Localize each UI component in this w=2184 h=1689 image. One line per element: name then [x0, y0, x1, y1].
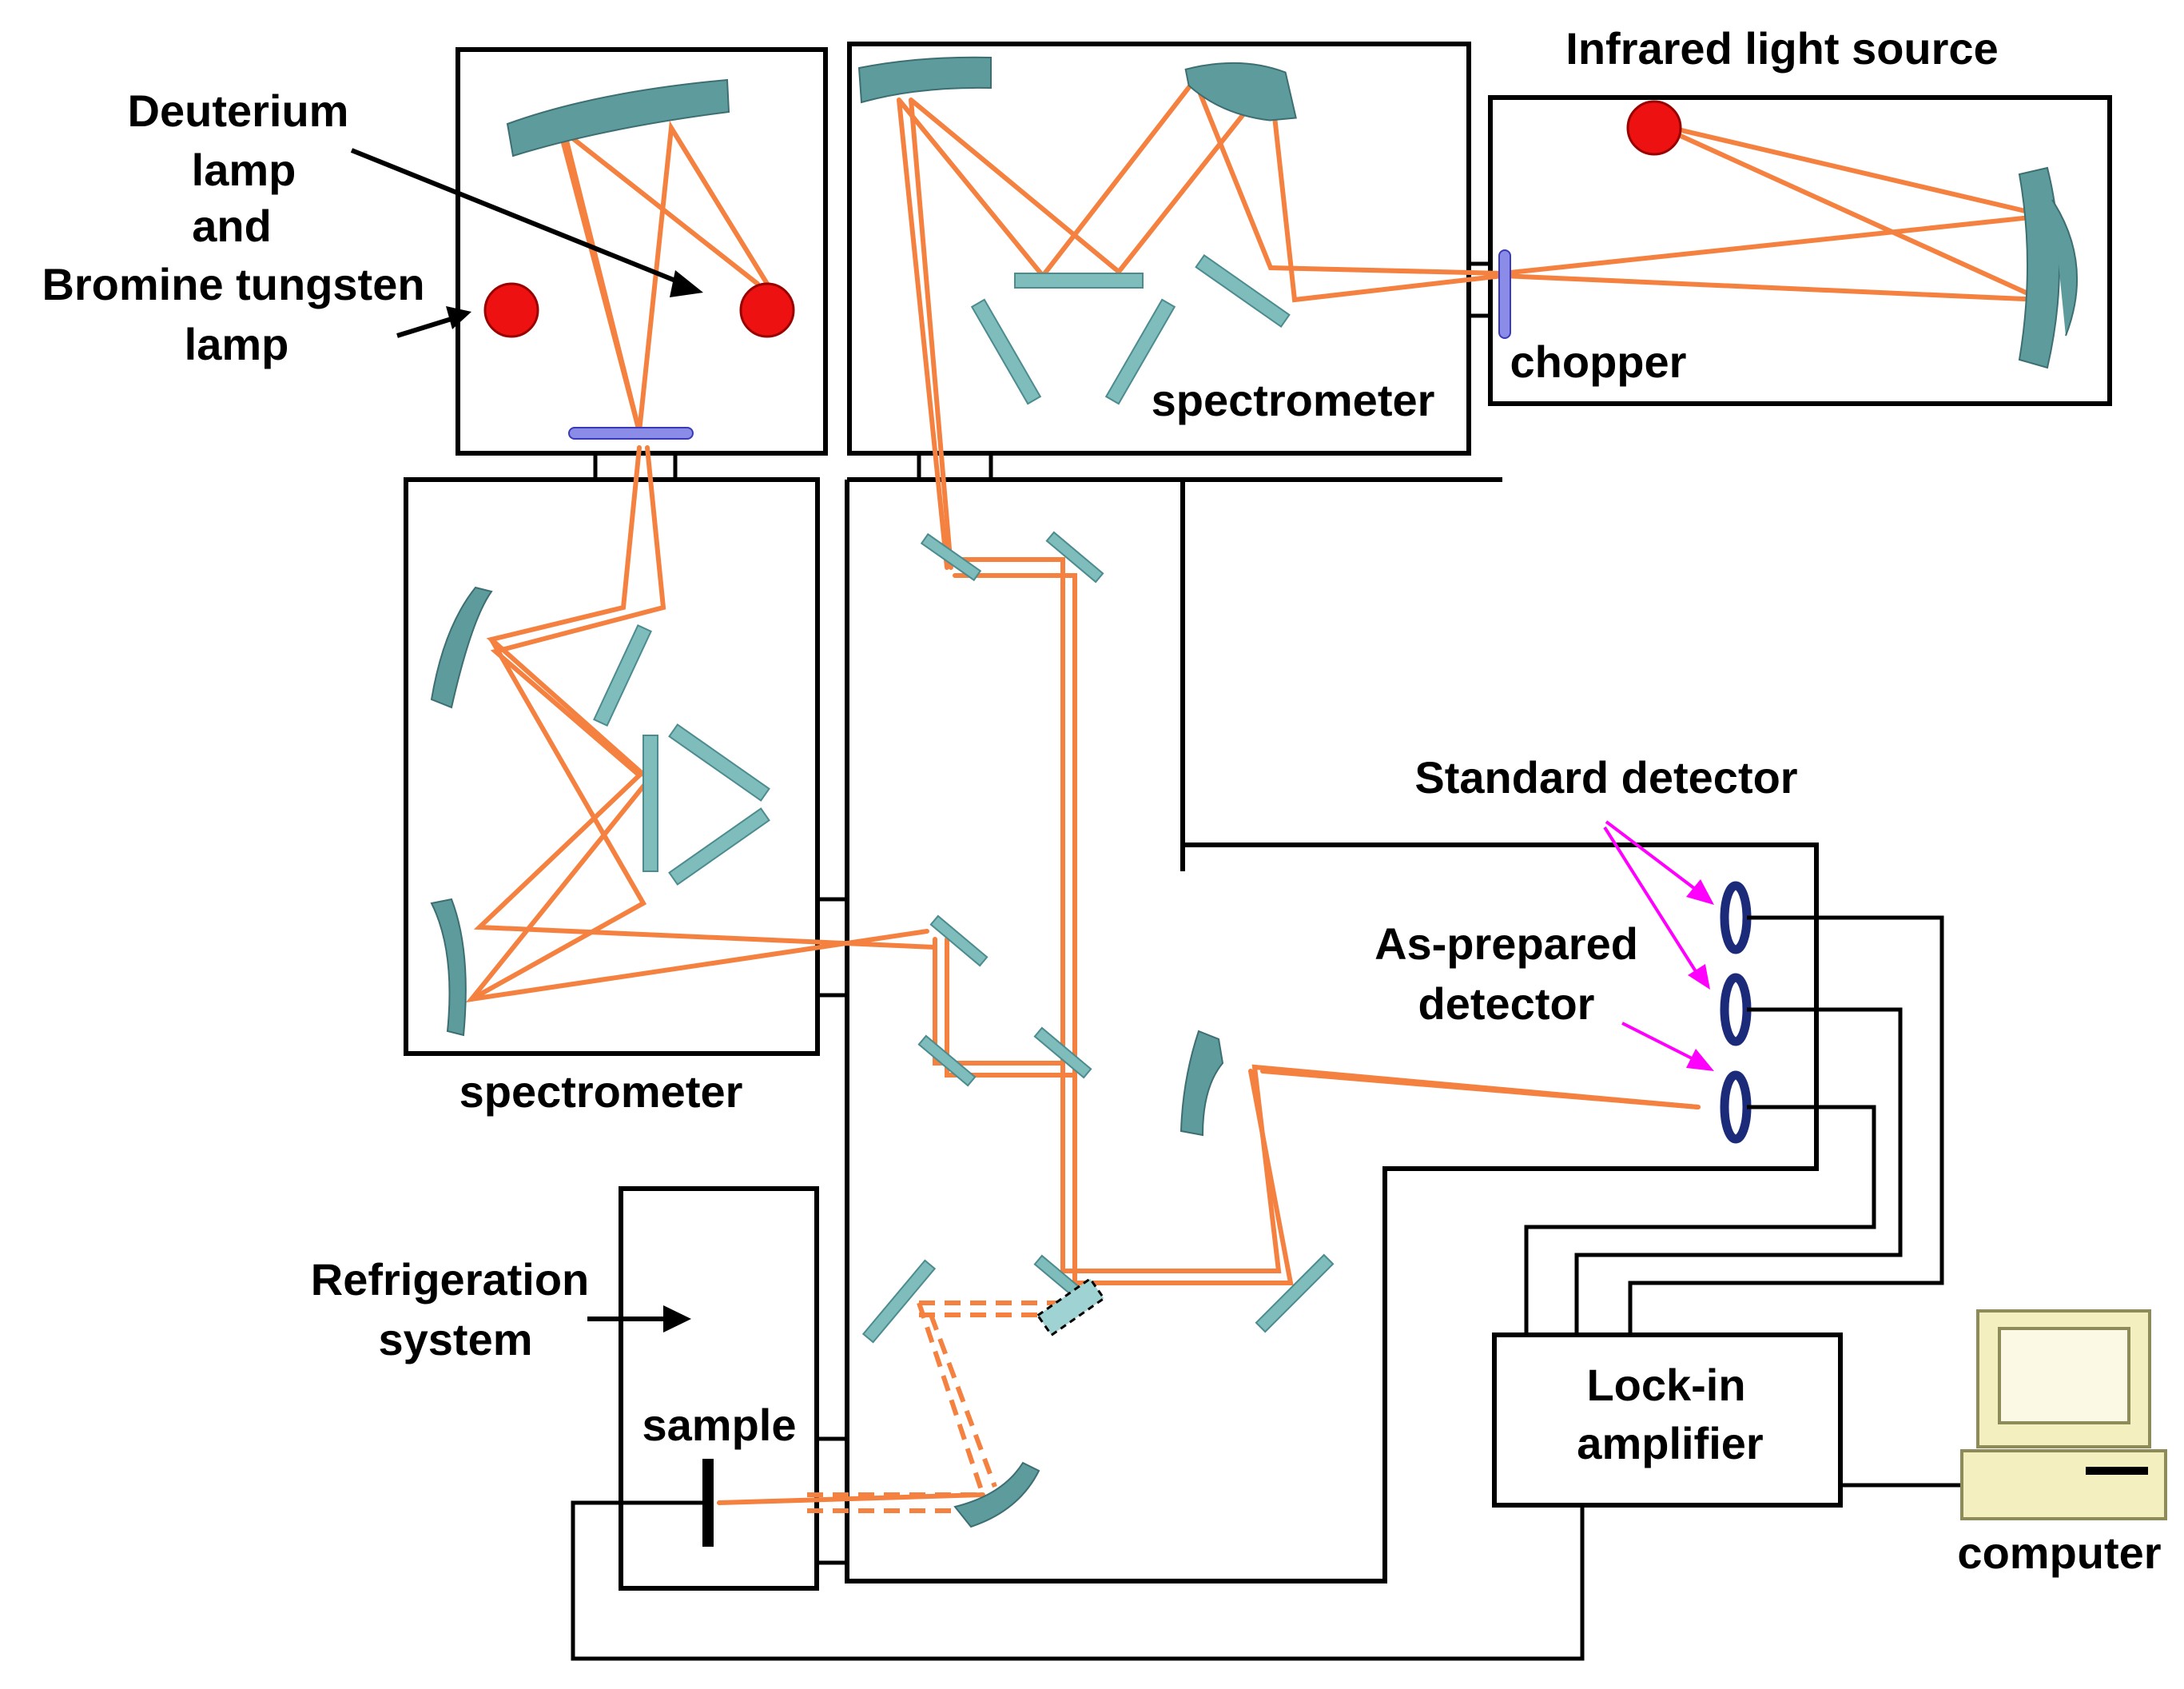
- computer-icon: [1960, 1309, 2167, 1520]
- bromine-label-line2: lamp: [185, 319, 289, 369]
- refrigeration-label-line2: system: [378, 1314, 532, 1364]
- as-prepared-label-line2: detector: [1418, 978, 1595, 1029]
- infrared-source-label: Infrared light source: [1565, 23, 1998, 74]
- deuterium-label-line1: Deuterium: [128, 86, 349, 136]
- top-spectrometer-box: [847, 42, 1471, 456]
- box-connectors: [593, 261, 1490, 1565]
- detector-pointer-arrows: [1603, 820, 1714, 1071]
- exit-slit-filter: [568, 427, 694, 440]
- as-prepared-label-line1: As-prepared: [1374, 918, 1638, 969]
- signal-wires: [571, 915, 1962, 1661]
- refrigeration-label-line1: Refrigeration: [311, 1254, 590, 1305]
- computer-label: computer: [1957, 1528, 2161, 1578]
- main-optical-enclosure: [845, 480, 1819, 1583]
- lamp-housing-box: [455, 47, 828, 456]
- deuterium-label-line2: lamp: [192, 145, 296, 195]
- reference-detector: [1720, 1070, 1752, 1144]
- infrared-source-box: [1488, 95, 2112, 406]
- top-spectrometer-label: spectrometer: [1152, 375, 1435, 425]
- as-prepared-detector: [1720, 973, 1752, 1046]
- flat-mirrors: [593, 253, 1335, 1344]
- deuterium-label-line3: and: [192, 201, 272, 251]
- chopper-disc: [1498, 249, 1511, 339]
- left-spectrometer-label: spectrometer: [459, 1066, 743, 1117]
- standard-detector-label: Standard detector: [1414, 752, 1797, 803]
- lockin-amplifier-box: [1492, 1332, 1843, 1508]
- lockin-label-line1: Lock-in: [1586, 1360, 1745, 1410]
- chopper-label: chopper: [1510, 337, 1687, 387]
- label-arrows: [350, 148, 703, 1332]
- sample-label: sample: [642, 1400, 797, 1450]
- bromine-label-line1: Bromine tungsten: [42, 259, 424, 309]
- lockin-label-line2: amplifier: [1577, 1418, 1763, 1468]
- standard-detector: [1720, 881, 1752, 954]
- infrared-lamp: [1626, 100, 1682, 156]
- left-spectrometer-box: [404, 477, 820, 1056]
- curved-mirrors: [430, 56, 2079, 1528]
- refrigeration-box: [619, 1186, 819, 1591]
- bromine-tungsten-lamp: [483, 282, 539, 338]
- deuterium-lamp: [739, 282, 795, 338]
